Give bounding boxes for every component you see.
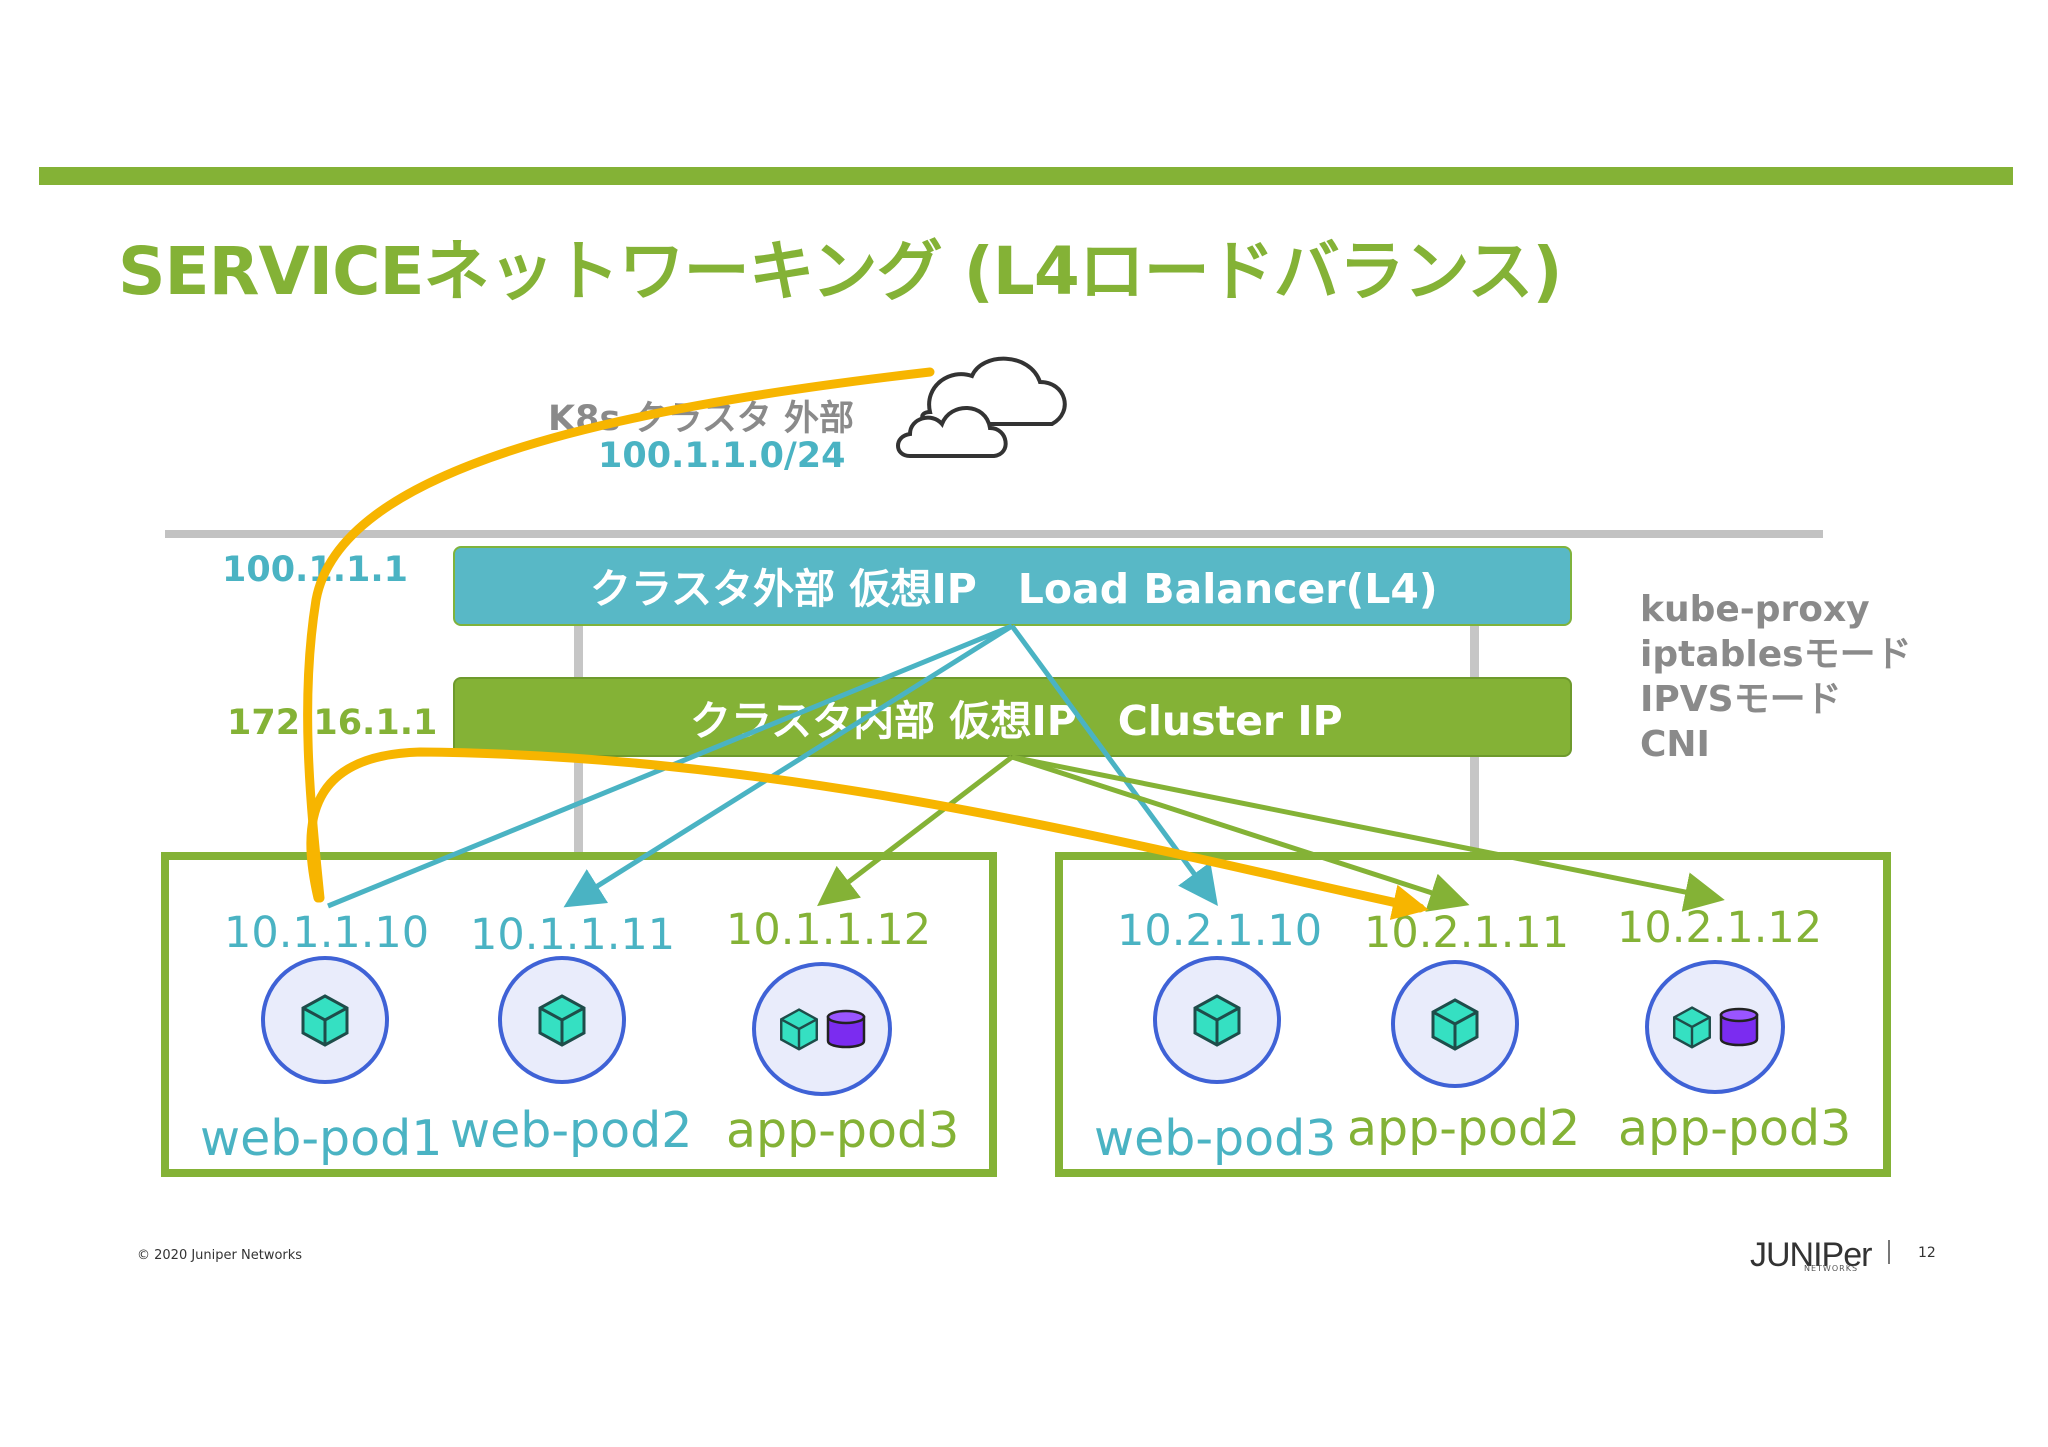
cube-icon bbox=[1193, 994, 1241, 1047]
lb-flow-web-pod2 bbox=[563, 623, 1014, 908]
pod-name: web-pod3 bbox=[1094, 1110, 1337, 1167]
pod-icon[interactable] bbox=[752, 962, 892, 1096]
side-notes: kube-proxy iptablesモード IPVSモード CNI bbox=[1640, 587, 1912, 767]
pod-ip: 10.2.1.10 bbox=[1117, 906, 1323, 956]
pod-name: web-pod2 bbox=[450, 1102, 693, 1159]
side-note: CNI bbox=[1640, 724, 1710, 765]
cip-flow-app-pod3-node1 bbox=[817, 755, 1014, 907]
external-network-line bbox=[165, 530, 1823, 538]
side-note: kube-proxy bbox=[1640, 589, 1870, 630]
database-icon bbox=[1719, 1007, 1759, 1047]
copyright: © 2020 Juniper Networks bbox=[137, 1248, 303, 1263]
pod-name: web-pod1 bbox=[200, 1110, 443, 1167]
load-balancer-label: クラスタ外部 仮想IP Load Balancer(L4) bbox=[590, 565, 1438, 613]
node-box-2 bbox=[1055, 852, 1891, 1177]
external-flow-path bbox=[303, 367, 935, 903]
load-balancer-ip: 100.1.1.1 bbox=[222, 550, 409, 590]
pod-icon[interactable] bbox=[261, 956, 389, 1084]
juniper-logo: JUNIPer bbox=[1750, 1236, 1872, 1274]
pod-name: app-pod3 bbox=[1618, 1100, 1852, 1157]
node-box-1 bbox=[161, 852, 997, 1177]
pod-name: app-pod3 bbox=[726, 1102, 960, 1159]
external-network-subnet: 100.1.1.0/24 bbox=[598, 436, 846, 476]
footer-divider bbox=[1888, 1240, 1890, 1264]
pod-ip: 10.1.1.11 bbox=[470, 910, 676, 960]
side-note: iptablesモード bbox=[1640, 634, 1912, 675]
cube-icon bbox=[1431, 998, 1479, 1051]
page-number: 12 bbox=[1918, 1245, 1936, 1261]
cluster-ip-address: 172.16.1.1 bbox=[227, 703, 438, 743]
pod-to-cluster-ip-flow bbox=[306, 747, 1429, 920]
juniper-logo-subtext: NETWORKS bbox=[1804, 1264, 1859, 1273]
pod-icon[interactable] bbox=[1153, 956, 1281, 1084]
cloud-icon bbox=[896, 356, 1067, 458]
pod-name: app-pod2 bbox=[1347, 1100, 1581, 1157]
cube-icon bbox=[780, 1008, 818, 1051]
pod-icon[interactable] bbox=[1391, 960, 1519, 1088]
page-title: SERVICEネットワーキング (L4ロードバランス) bbox=[118, 233, 1563, 310]
top-accent-bar bbox=[39, 167, 2013, 185]
load-balancer-bar bbox=[453, 546, 1572, 626]
pod-ip: 10.1.1.10 bbox=[224, 908, 430, 958]
cube-icon bbox=[1673, 1006, 1711, 1049]
cube-icon bbox=[538, 994, 586, 1047]
database-icon bbox=[826, 1009, 866, 1049]
cip-flow-app-pod3-node2 bbox=[1011, 754, 1725, 912]
cip-flow-app-pod2 bbox=[1011, 754, 1470, 912]
cube-icon bbox=[301, 994, 349, 1047]
pod-icon[interactable] bbox=[1645, 960, 1785, 1094]
side-note: IPVSモード bbox=[1640, 679, 1842, 720]
pod-ip: 10.1.1.12 bbox=[726, 905, 932, 955]
pod-icon[interactable] bbox=[498, 956, 626, 1084]
